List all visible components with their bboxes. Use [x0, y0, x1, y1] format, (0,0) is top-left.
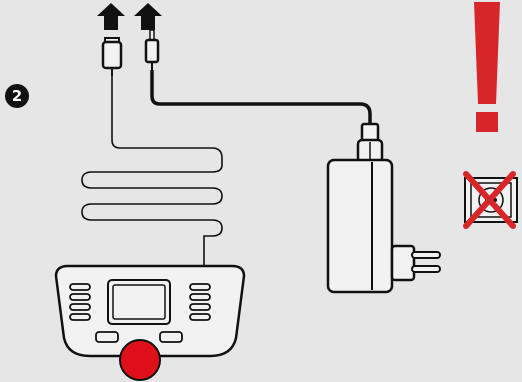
up-arrow-icon	[97, 3, 125, 30]
pin-connector-plug	[144, 29, 160, 70]
step-number-badge: 2	[5, 84, 29, 108]
controller-cable	[81, 76, 223, 266]
up-arrow-icon	[134, 3, 162, 30]
crossed-socket-icon	[463, 171, 518, 229]
exclamation-warning-icon	[474, 2, 500, 132]
round-connector-plug	[101, 37, 123, 76]
power-adapter	[326, 122, 441, 294]
power-adapter-cable	[150, 70, 372, 126]
handheld-controller	[54, 264, 246, 381]
